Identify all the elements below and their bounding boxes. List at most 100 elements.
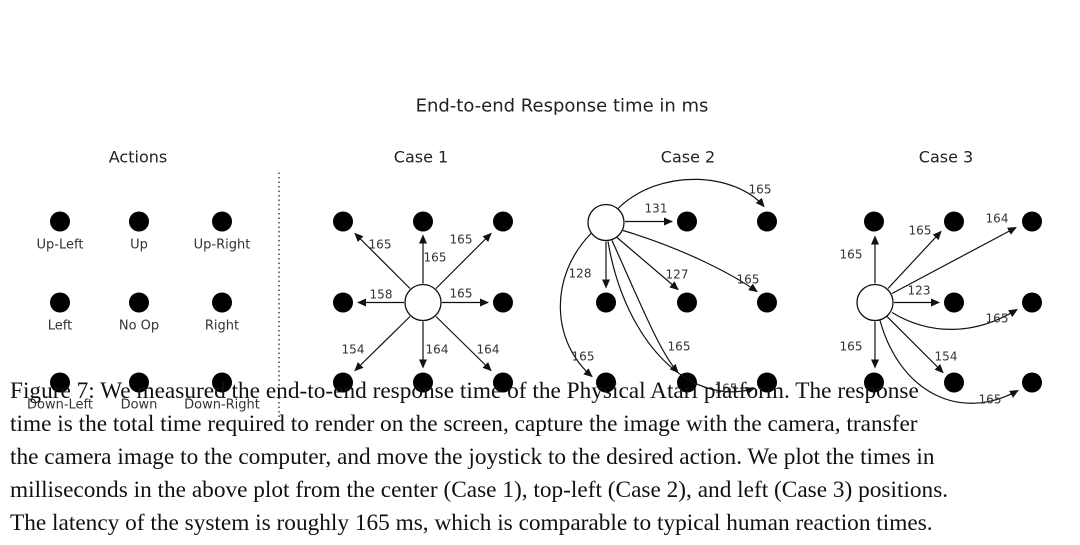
- case-2-heading: Case 2: [661, 148, 715, 167]
- action-dot: [212, 372, 232, 393]
- target-dot: [757, 292, 777, 313]
- time-down: 164: [426, 343, 449, 357]
- action-label-up-right: Up-Right: [194, 238, 251, 253]
- time-row2-far: 165: [737, 273, 760, 287]
- arrow-to-row3-far: [607, 241, 755, 395]
- arrow-to-row2-far: [622, 229, 758, 293]
- time-row1-mid: 131: [645, 202, 668, 216]
- case-1-heading: Case 1: [394, 148, 448, 167]
- actions-heading: Actions: [109, 148, 167, 167]
- case-3-diagram: Case 3 165 165 164 123 165 165 154 165: [840, 148, 1042, 407]
- target-dot: [944, 292, 964, 313]
- action-dot: [50, 372, 70, 393]
- time-left: 158: [370, 288, 393, 302]
- case-3-heading: Case 3: [919, 148, 973, 167]
- arrow-down-right: [435, 316, 492, 372]
- time-row1-far: 164: [986, 212, 1009, 226]
- time-right: 165: [450, 287, 473, 301]
- caption-line: time is the total time required to rende…: [10, 411, 918, 437]
- arrow-to-row3-far: [879, 320, 1019, 404]
- target-dot: [677, 292, 697, 313]
- time-up-right: 165: [450, 233, 473, 247]
- action-dot: [129, 292, 149, 313]
- time-row3-far: 165: [979, 393, 1002, 407]
- actions-legend: Actions Up-Left Up Up-Right Left No Op R…: [27, 148, 260, 413]
- time-row3-left: 165: [572, 350, 595, 364]
- diagram-title: End-to-end Response time in ms: [416, 96, 709, 117]
- target-dot: [677, 372, 697, 393]
- time-down: 165: [840, 340, 863, 354]
- target-dot: [677, 211, 697, 232]
- target-dot: [757, 211, 777, 232]
- time-row2-far: 165: [986, 312, 1009, 326]
- time-up-left: 165: [369, 238, 392, 252]
- target-dot: [413, 372, 433, 393]
- time-down-left: 154: [342, 343, 365, 357]
- start-position-circle: [404, 283, 442, 322]
- time-row1-mid: 165: [909, 224, 932, 238]
- arrow-up-left: [354, 232, 411, 289]
- caption-line: Figure 7: We measured the end-to-end res…: [10, 378, 919, 404]
- target-dot: [944, 211, 964, 232]
- action-dot: [212, 292, 232, 313]
- time-row3-mid: 165: [668, 340, 691, 354]
- time-row2-mid: 127: [666, 268, 689, 282]
- action-label-no-op: No Op: [119, 319, 159, 334]
- action-label-down-right: Down-Right: [184, 398, 260, 413]
- time-row3-far: 165: [715, 382, 738, 396]
- case-1-diagram: Case 1 165 165 165 158 165 154 164 164: [333, 148, 513, 393]
- action-dot: [212, 211, 232, 232]
- action-dot: [129, 372, 149, 393]
- target-dot: [333, 211, 353, 232]
- target-dot: [1022, 292, 1042, 313]
- target-dot: [757, 372, 777, 393]
- caption-line: The latency of the system is roughly 165…: [10, 510, 933, 536]
- time-row2-left: 128: [569, 267, 592, 281]
- arrow-to-row3-mid: [886, 316, 944, 374]
- arrow-to-row2-mid: [616, 237, 679, 291]
- time-row3-mid: 154: [935, 350, 958, 364]
- action-label-up: Up: [130, 238, 148, 253]
- time-row1-far: 165: [749, 183, 772, 197]
- target-dot: [493, 372, 513, 393]
- time-up: 165: [840, 248, 863, 262]
- arrow-to-row1-far: [617, 178, 765, 209]
- arrow-to-row1-far: [891, 226, 1017, 295]
- arrow-up-right: [435, 232, 492, 289]
- target-dot: [596, 372, 616, 393]
- arrow-to-row1-mid: [887, 230, 942, 289]
- case-2-diagram: Case 2 131 165 128 127 165 165 165 165: [559, 148, 777, 396]
- target-dot: [333, 372, 353, 393]
- target-dot: [493, 292, 513, 313]
- start-position-circle: [856, 283, 894, 322]
- figure-caption: Figure 7: We measured the end-to-end res…: [10, 375, 1072, 540]
- start-position-circle: [587, 203, 625, 242]
- caption-line: the camera image to the computer, and mo…: [10, 444, 935, 470]
- target-dot: [864, 372, 884, 393]
- target-dot: [864, 211, 884, 232]
- time-up: 165: [424, 251, 447, 265]
- action-dot: [50, 211, 70, 232]
- target-dot: [413, 211, 433, 232]
- arrow-to-row3-left: [559, 233, 593, 378]
- arrow-to-row3-mid: [611, 240, 679, 374]
- time-row2-mid: 123: [908, 284, 931, 298]
- target-dot: [1022, 372, 1042, 393]
- target-dot: [944, 372, 964, 393]
- arrow-to-row2-far: [891, 308, 1018, 330]
- action-dot: [129, 211, 149, 232]
- action-label-up-left: Up-Left: [37, 238, 84, 253]
- time-down-right: 164: [477, 343, 500, 357]
- action-dot: [50, 292, 70, 313]
- target-dot: [333, 292, 353, 313]
- target-dot: [493, 211, 513, 232]
- action-label-down: Down: [121, 398, 158, 413]
- target-dot: [596, 292, 616, 313]
- arrow-down-left: [354, 316, 411, 372]
- action-label-down-left: Down-Left: [27, 398, 93, 413]
- action-label-left: Left: [48, 319, 72, 334]
- caption-line: milliseconds in the above plot from the …: [10, 477, 949, 503]
- action-label-right: Right: [205, 319, 239, 334]
- target-dot: [1022, 211, 1042, 232]
